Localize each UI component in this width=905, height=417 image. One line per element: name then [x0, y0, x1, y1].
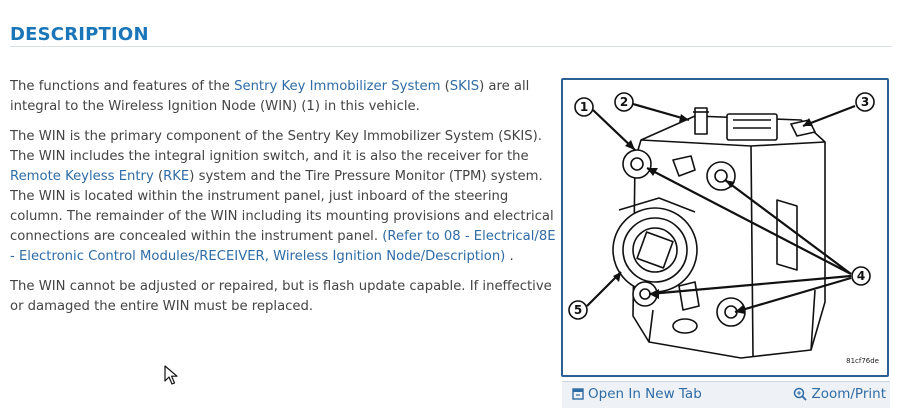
open-in-new-tab-label: Open In New Tab — [588, 386, 702, 402]
open-in-new-tab-button[interactable]: Open In New Tab — [572, 386, 702, 402]
text-run: The WIN is the primary component of the … — [10, 129, 542, 164]
link-skis[interactable]: SKIS — [449, 79, 480, 94]
zoom-print-label: Zoom/Print — [811, 386, 886, 402]
paragraph-3: The WIN cannot be adjusted or repaired, … — [10, 279, 552, 314]
link-sentry-key-immobilizer-system[interactable]: Sentry Key Immobilizer System — [234, 79, 441, 94]
title-divider — [10, 46, 892, 47]
link-refer-to-win-description[interactable]: (Refer to 08 - Electrical/8E - Electroni… — [10, 229, 556, 264]
description-text: The functions and features of the Sentry… — [10, 77, 558, 327]
callout-3 — [855, 92, 875, 112]
callout-label-2: 2 — [620, 95, 628, 109]
figure-code: 81cf76de — [846, 357, 879, 365]
paragraph-2: The WIN is the primary component of the … — [10, 127, 558, 267]
section-title: DESCRIPTION — [10, 24, 149, 45]
text-run: ( — [440, 79, 450, 94]
link-remote-keyless-entry[interactable]: Remote Keyless Entry — [10, 169, 154, 184]
callout-label-5: 5 — [574, 303, 582, 317]
link-rke[interactable]: RKE — [163, 169, 190, 184]
callout-label-4: 4 — [857, 269, 865, 283]
text-run: ) are all integral to the Wireless Ignit… — [10, 79, 530, 114]
text-run: ( — [153, 169, 164, 184]
paragraph-1: The functions and features of the Sentry… — [10, 77, 558, 117]
callout-4 — [851, 266, 871, 286]
callout-2 — [614, 92, 634, 112]
text-run: . — [505, 249, 514, 264]
mouse-cursor-icon — [164, 365, 178, 385]
zoom-icon — [794, 387, 808, 401]
text-run: ) system and the Tire Pressure Monitor (… — [10, 169, 554, 244]
callout-5 — [568, 300, 588, 320]
callout-label-3: 3 — [861, 95, 869, 109]
callout-label-1: 1 — [580, 100, 588, 114]
figure-actions-bar: Open In New Tab Zoom/Print — [562, 381, 890, 408]
zoom-print-button[interactable]: Zoom/Print — [793, 386, 886, 402]
open-in-new-tab-icon — [572, 388, 584, 400]
text-run: The functions and features of the — [10, 79, 235, 94]
callout-1 — [574, 97, 594, 117]
win-illustration[interactable]: 1 2 3 4 5 81cf76de — [561, 78, 889, 377]
win-illustration-drawing: 1 2 3 4 5 — [568, 92, 875, 359]
